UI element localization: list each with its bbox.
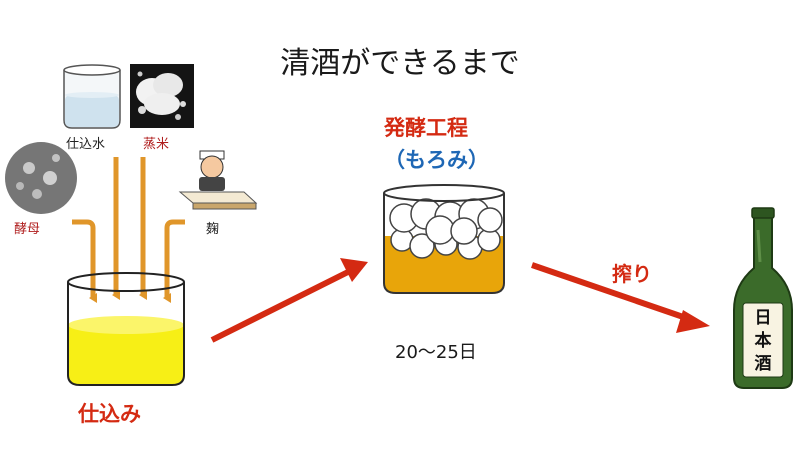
arrow-to-pressing [531,262,710,333]
foam [389,198,503,260]
sake-bottle-icon: 日 本 酒 [733,207,793,389]
bottle-label-char-1: 日 [755,308,772,328]
bottle-label-char-2: 本 [755,330,772,351]
label-moromi: （もろみ） [384,148,489,172]
moromi-tank [383,184,505,294]
koji-maker-icon [178,150,258,210]
label-shikomi: 仕込み [78,402,141,426]
steamed-rice-icon [130,64,194,128]
ingredient-pipes [72,157,185,303]
arrow-to-fermentation [210,258,368,343]
yeast-icon [5,142,77,214]
shikomi-tank [67,272,185,386]
yeast-pipe [72,219,97,303]
page-title: 清酒ができるまで [280,46,520,81]
koji-pipe [163,219,185,303]
label-yeast: 酵母 [14,222,41,237]
bottle-label [742,302,784,378]
label-koji: 麹 [206,222,220,237]
label-water: 仕込水 [66,137,106,152]
label-fermentation: 発酵工程 [384,116,468,140]
label-pressing: 搾り [612,262,652,286]
label-duration: 20～25日 [395,342,477,363]
label-steamed-rice: 蒸米 [143,137,170,152]
water-glass-icon [63,64,121,129]
bottle-label-char-3: 酒 [755,353,772,374]
